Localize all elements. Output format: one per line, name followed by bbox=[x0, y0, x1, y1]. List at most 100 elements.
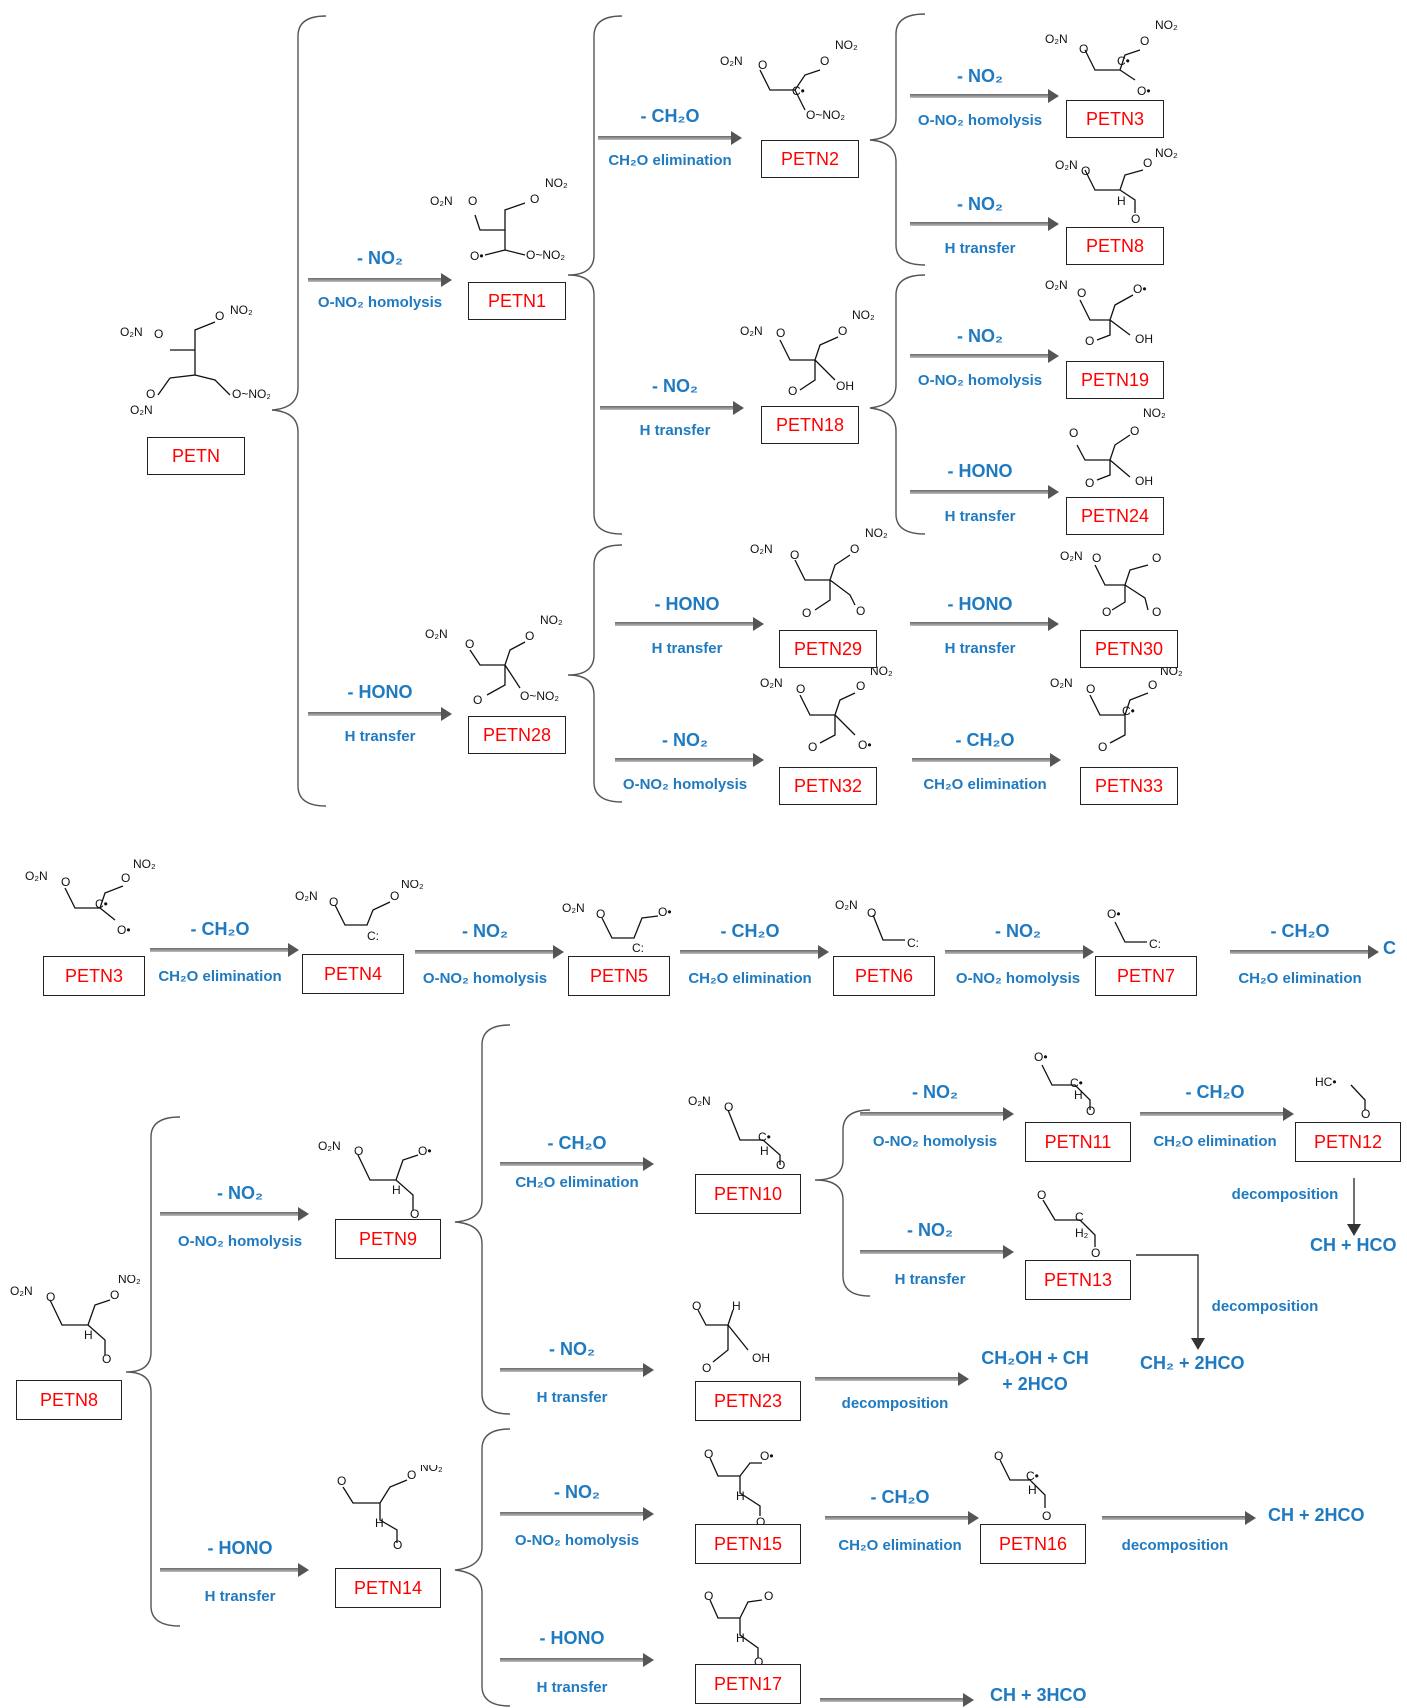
reaction-label-bottom: CH₂O elimination bbox=[608, 152, 732, 169]
svg-text:O: O bbox=[121, 871, 130, 885]
svg-text:O: O bbox=[525, 629, 534, 643]
compound-petn4: PETN4 bbox=[302, 954, 404, 994]
svg-text:C•: C• bbox=[1026, 1469, 1039, 1483]
reaction-arrow bbox=[1230, 945, 1379, 959]
compound-petn15: PETN15 bbox=[695, 1524, 801, 1564]
reaction-label-top: - HONO bbox=[347, 682, 413, 702]
svg-text:O: O bbox=[61, 875, 70, 889]
molecule-petn7: O• C: bbox=[1107, 907, 1161, 951]
reaction-label-top: - NO₂ bbox=[957, 194, 1003, 214]
svg-text:H: H bbox=[736, 1631, 745, 1645]
svg-text:O: O bbox=[850, 542, 859, 556]
compound-petn12: PETN12 bbox=[1295, 1122, 1401, 1162]
reaction-arrow bbox=[912, 753, 1061, 767]
reaction-label-bottom: O-NO₂ homolysis bbox=[317, 294, 443, 311]
brace-2 bbox=[567, 15, 623, 535]
svg-text:O₂N: O₂N bbox=[25, 869, 48, 883]
svg-text:O: O bbox=[756, 1515, 765, 1528]
reaction-label-bottom: H transfer bbox=[894, 1271, 966, 1288]
svg-text:HC•: HC• bbox=[1315, 1075, 1337, 1089]
reaction-label-top: - HONO bbox=[654, 594, 720, 614]
svg-text:O: O bbox=[102, 1352, 111, 1365]
brace-4 bbox=[869, 274, 926, 535]
reaction-label-bottom: H transfer bbox=[204, 1588, 276, 1605]
reaction-arrow bbox=[910, 485, 1059, 499]
svg-text:H: H bbox=[392, 1183, 401, 1197]
reaction-label-bottom: H transfer bbox=[639, 422, 711, 439]
svg-text:O₂N: O₂N bbox=[10, 1284, 33, 1298]
compound-petn19: PETN19 bbox=[1066, 361, 1164, 399]
svg-text:O₂N: O₂N bbox=[562, 901, 585, 915]
svg-text:O: O bbox=[776, 1158, 785, 1170]
svg-text:O: O bbox=[867, 906, 876, 920]
svg-text:NO₂: NO₂ bbox=[835, 38, 858, 52]
svg-text:O₂N: O₂N bbox=[835, 898, 858, 912]
svg-text:O: O bbox=[337, 1474, 346, 1488]
reaction-label-top: - HONO bbox=[947, 594, 1013, 614]
compound-petn33: PETN33 bbox=[1080, 767, 1178, 805]
svg-text:O: O bbox=[596, 907, 605, 921]
svg-text:O₂N: O₂N bbox=[425, 627, 448, 641]
svg-text:O•: O• bbox=[1107, 907, 1121, 921]
svg-text:H: H bbox=[1028, 1483, 1037, 1497]
svg-text:O: O bbox=[856, 679, 865, 693]
compound-petn16: PETN16 bbox=[980, 1524, 1086, 1564]
svg-text:NO₂: NO₂ bbox=[870, 665, 893, 678]
reaction-label-top: - NO₂ bbox=[907, 1220, 953, 1240]
svg-text:OH: OH bbox=[1135, 474, 1153, 488]
reaction-label-bottom: H transfer bbox=[944, 508, 1016, 525]
compound-petn10: PETN10 bbox=[695, 1174, 801, 1214]
svg-text:NO₂: NO₂ bbox=[420, 1465, 443, 1474]
reaction-arrow bbox=[860, 1245, 1014, 1259]
compound-petn3: PETN3 bbox=[1066, 100, 1164, 138]
reaction-label-bottom: H transfer bbox=[344, 728, 416, 745]
compound-petn1: PETN1 bbox=[468, 282, 566, 320]
svg-text:O: O bbox=[1131, 212, 1140, 225]
brace-7 bbox=[125, 1116, 181, 1627]
svg-text:NO₂: NO₂ bbox=[865, 526, 888, 540]
compound-petn14: PETN14 bbox=[335, 1568, 441, 1608]
reaction-label-bottom: O-NO₂ homolysis bbox=[514, 1532, 640, 1549]
svg-text:C•: C• bbox=[1070, 1076, 1083, 1090]
svg-text:H: H bbox=[732, 1300, 741, 1313]
reaction-label-bottom: O-NO₂ homolysis bbox=[917, 112, 1043, 129]
svg-text:O: O bbox=[808, 740, 817, 754]
svg-text:O₂N: O₂N bbox=[430, 194, 453, 208]
compound-petn30: PETN30 bbox=[1080, 630, 1178, 668]
reaction-label-bottom: O-NO₂ homolysis bbox=[955, 970, 1081, 987]
svg-text:O₂N: O₂N bbox=[740, 324, 763, 338]
reaction-arrow bbox=[600, 401, 744, 415]
reaction-label-bottom: CH₂O elimination bbox=[1238, 970, 1362, 987]
svg-text:C•: C• bbox=[1117, 54, 1130, 68]
svg-text:O: O bbox=[473, 693, 482, 707]
reaction-arrow bbox=[415, 945, 564, 959]
reaction-label-top: - NO₂ bbox=[662, 730, 708, 750]
svg-text:O₂N: O₂N bbox=[720, 54, 743, 68]
reaction-label-bottom: H transfer bbox=[536, 1679, 608, 1696]
reaction-label-bottom: CH₂O elimination bbox=[1153, 1133, 1277, 1150]
svg-text:O•: O• bbox=[418, 1144, 432, 1158]
svg-text:O~NO₂: O~NO₂ bbox=[520, 689, 559, 703]
svg-text:NO₂: NO₂ bbox=[540, 613, 563, 627]
compound-petn: PETN bbox=[147, 437, 245, 475]
svg-text:O: O bbox=[1085, 334, 1094, 348]
svg-text:C•: C• bbox=[792, 84, 805, 98]
svg-text:O: O bbox=[856, 604, 865, 618]
reaction-label-top: - HONO bbox=[207, 1538, 273, 1558]
svg-text:NO₂: NO₂ bbox=[401, 880, 424, 891]
reaction-label-bottom: CH₂O elimination bbox=[158, 968, 282, 985]
svg-text:O: O bbox=[764, 1590, 773, 1603]
reaction-label-top: - NO₂ bbox=[357, 248, 403, 268]
reaction-label-bottom: CH₂O elimination bbox=[688, 970, 812, 987]
svg-text:C:: C: bbox=[1149, 937, 1161, 951]
